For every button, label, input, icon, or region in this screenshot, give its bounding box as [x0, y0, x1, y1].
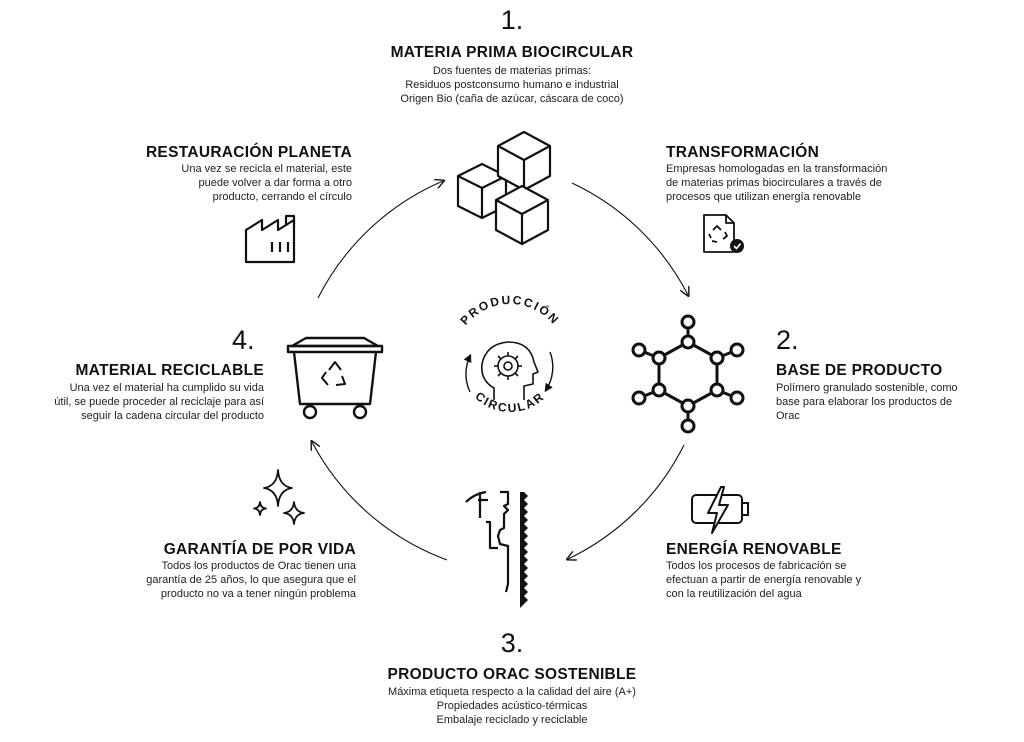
sparkle-icon [253, 469, 305, 525]
restauracion-description: Una vez se recicla el material, este pue… [122, 162, 352, 204]
step-4-line: útil, se puede proceder al reciclaje par… [54, 396, 264, 408]
transformacion-line: Empresas homologadas en la transformació… [666, 163, 888, 175]
step-2-line: base para elaborar los productos de [776, 396, 953, 408]
step-2-description: Polímero granulado sostenible, como base… [776, 381, 996, 423]
arrow-reciclable-to-materia [317, 181, 443, 299]
center-badge: PRODUCCIÓN CIRCULAR [457, 293, 562, 415]
garantia-line: producto no va a tener ningún problema [160, 588, 356, 600]
arrow-base-to-producto [568, 444, 685, 559]
step-3-title: PRODUCTO ORAC SOSTENIBLE [387, 666, 637, 683]
recycling-container-icon [286, 336, 384, 420]
cubes-icon [456, 130, 552, 246]
transformacion-title: TRANSFORMACIÓN [666, 144, 820, 161]
garantia-line: garantía de 25 años, lo que asegura que … [146, 574, 356, 586]
energia-description: Todos los procesos de fabricación se efe… [666, 559, 896, 601]
restauracion-line: Una vez se recicla el material, este [181, 163, 352, 175]
step-1-line: Dos fuentes de materias primas: [432, 65, 592, 77]
step-3-description: Máxima etiqueta respecto a la calidad de… [352, 685, 672, 727]
step-1-title: MATERIA PRIMA BIOCIRCULAR [390, 44, 634, 61]
step-3-number: 3. [500, 628, 524, 658]
energia-line: efectuan a partir de energía renovable y [666, 574, 862, 586]
step-2-title: BASE DE PRODUCTO [776, 362, 943, 379]
energia-line: Todos los procesos de fabricación se [666, 560, 847, 572]
recycled-document-icon [703, 214, 744, 253]
battery-bolt-icon [691, 486, 749, 534]
garantia-title: GARANTÍA DE POR VIDA [163, 541, 356, 558]
head-gear-icon [480, 341, 539, 400]
step-4-line: Una vez el material ha cumplido su vida [69, 382, 264, 394]
moulding-profile-icon [465, 490, 528, 608]
step-3-line: Máxima etiqueta respecto a la calidad de… [388, 686, 636, 698]
arrow-materia-to-base [571, 182, 688, 295]
transformacion-line: procesos que utilizan energía renovable [666, 191, 862, 203]
step-4-description: Una vez el material ha cumplido su vida … [24, 381, 264, 423]
transformacion-description: Empresas homologadas en la transformació… [666, 162, 910, 204]
step-1-description: Dos fuentes de materias primas: Residuos… [362, 64, 662, 106]
step-3-line: Embalaje reciclado y reciclable [436, 714, 588, 726]
center-bottom-word: CIRCULAR [472, 389, 547, 415]
center-top-word: PRODUCCIÓN [457, 293, 562, 328]
transformacion-line: de materias primas biocirculares a travé… [666, 177, 882, 189]
restauracion-line: puede volver a dar forma a otro [198, 177, 352, 189]
energia-title: ENERGÍA RENOVABLE [666, 541, 842, 558]
step-3-line: Propiedades acústico-térmicas [436, 700, 588, 712]
garantia-description: Todos los productos de Orac tienen una g… [116, 559, 356, 601]
restauracion-title: RESTAURACIÓN PLANETA [145, 144, 352, 161]
step-2-line: Polímero granulado sostenible, como [776, 382, 958, 394]
step-4-line: seguir la cadena circular del producto [81, 410, 264, 422]
center-arrow-right [544, 351, 554, 393]
garantia-line: Todos los productos de Orac tienen una [161, 560, 356, 572]
restauracion-line: producto, cerrando el círculo [212, 191, 352, 203]
energia-line: con la reutilización del agua [666, 588, 802, 600]
center-arrow-left [463, 353, 472, 393]
step-2-number: 2. [776, 325, 799, 355]
factory-icon [244, 214, 296, 264]
step-1-line: Origen Bio (caña de azúcar, cáscara de c… [400, 93, 624, 105]
arrow-producto-to-reciclable [312, 442, 448, 561]
molecule-icon [631, 314, 745, 434]
step-1-number: 1. [500, 5, 524, 35]
step-4-title: MATERIAL RECICLABLE [75, 362, 264, 379]
step-1-line: Residuos postconsumo humano e industrial [405, 79, 619, 91]
step-2-line: Orac [776, 410, 800, 422]
step-4-number: 4. [232, 325, 255, 355]
